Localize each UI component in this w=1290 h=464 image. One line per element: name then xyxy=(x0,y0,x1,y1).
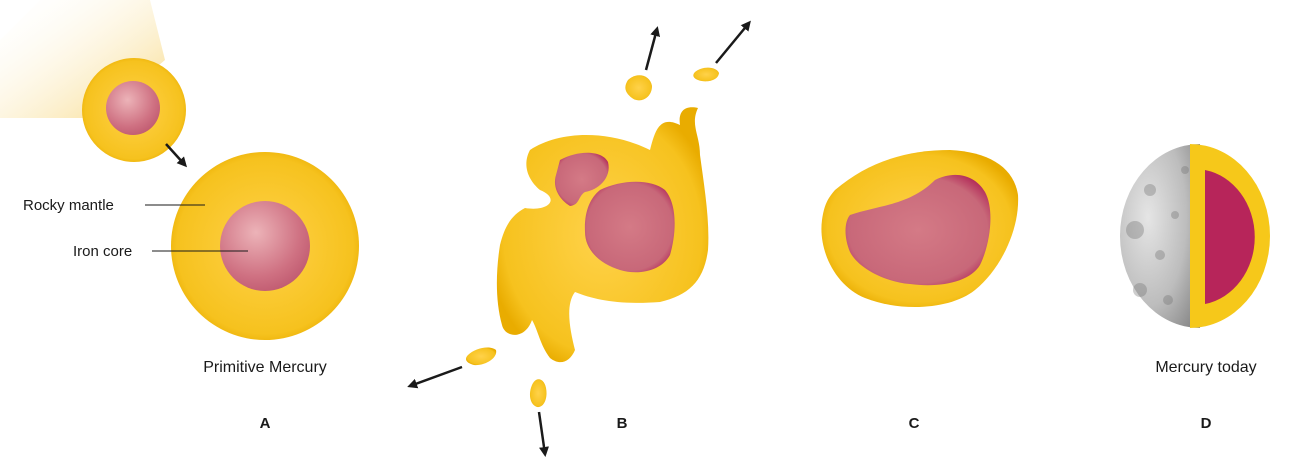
ejecta-arrow-down xyxy=(539,412,545,454)
impactor-body xyxy=(82,58,186,162)
impact-arrow xyxy=(166,144,185,165)
mercury-today-globe xyxy=(1120,144,1270,328)
remnant-body xyxy=(821,150,1018,307)
panel-label-b: B xyxy=(617,415,628,432)
mercury-today-caption: Mercury today xyxy=(1155,359,1256,376)
primitive-mercury-caption: Primitive Mercury xyxy=(203,359,327,376)
iron-core-label: Iron core xyxy=(73,243,132,260)
rocky-mantle-label: Rocky mantle xyxy=(23,197,114,214)
primitive-mercury xyxy=(171,152,359,340)
panel-label-a: A xyxy=(260,415,271,432)
panel-label-d: D xyxy=(1201,415,1212,432)
collision-debris xyxy=(497,107,709,362)
iron-core-layer xyxy=(220,201,310,291)
ejecta-arrow-up-left xyxy=(646,29,657,70)
ejecta-arrow-up-right xyxy=(716,23,749,63)
panel-label-c: C xyxy=(909,415,920,432)
ejecta-arrow-left xyxy=(410,367,462,386)
